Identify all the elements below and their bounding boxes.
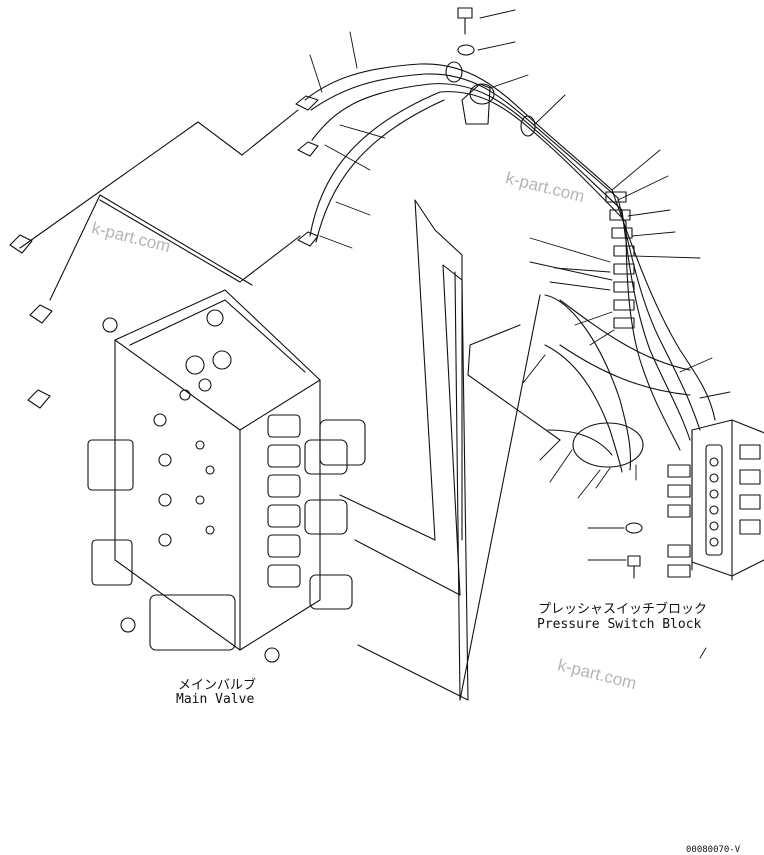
pressure-switch-block-drawing: [667, 419, 764, 581]
left-fittings: [9, 234, 53, 409]
loop-hose: [572, 422, 644, 468]
washer-top: [457, 44, 475, 56]
washer-bottom: [625, 522, 643, 534]
main-valve-label-jp: メインバルブ: [178, 678, 257, 693]
bolt-bottom: [627, 555, 641, 579]
leader-lines: [309, 9, 731, 659]
hose-clamp: [445, 61, 536, 137]
pressure-switch-block-label-en: Pressure Switch Block: [537, 617, 702, 632]
main-valve-drawing: [87, 289, 366, 663]
bolt-top: [457, 7, 473, 35]
connector-line-right-b: [467, 324, 561, 441]
connector-line-middle: [99, 199, 301, 283]
hose-bundle-right: [559, 189, 716, 451]
hose-end-fitting-2: [297, 141, 319, 157]
connector-line-bottom: [354, 264, 469, 701]
fitting-row: [605, 191, 635, 329]
connector-line-lower-left: [49, 194, 253, 301]
connector-line-top-left: [19, 109, 299, 249]
main-valve-label-en: Main Valve: [176, 692, 255, 707]
hose-end-fitting-3: [297, 231, 319, 247]
hose-end-fitting-1: [295, 95, 319, 111]
drawing-code: 00080070-V: [686, 845, 741, 855]
pressure-switch-block-label-jp: プレッシャスイッチブロック: [538, 602, 708, 617]
connector-line-right-a: [454, 271, 541, 701]
connector-line-main-right: [339, 199, 463, 541]
hose-bundle-top: [304, 63, 627, 243]
